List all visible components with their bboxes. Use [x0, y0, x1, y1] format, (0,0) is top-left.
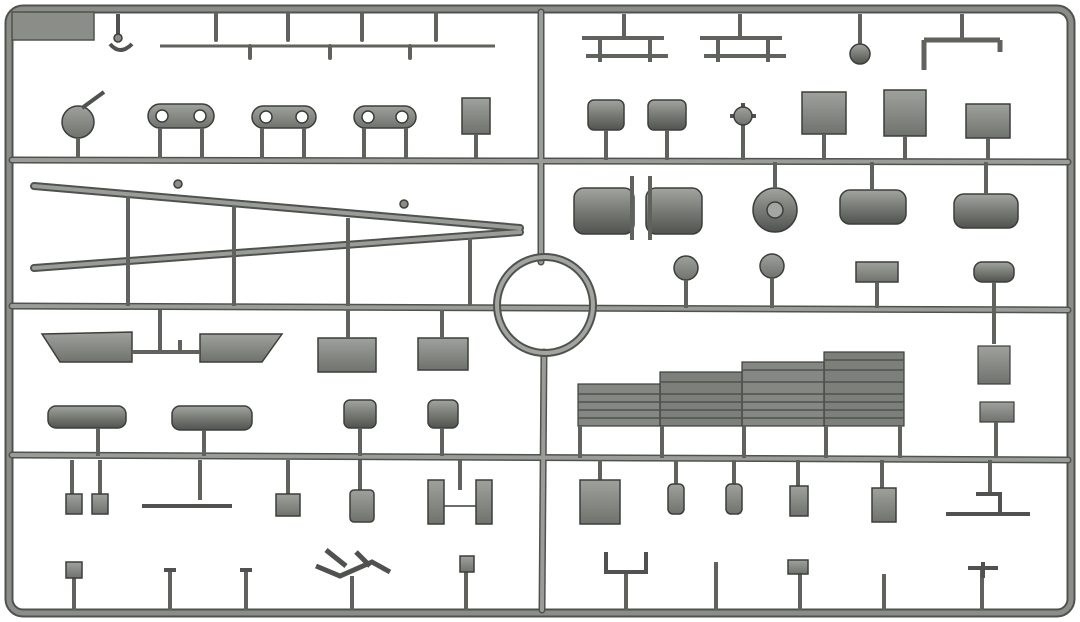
lower-middle-left-parts — [40, 310, 469, 456]
bottom-right-parts — [579, 460, 1030, 610]
lower-middle-right-parts — [577, 345, 1015, 458]
top-left-parts — [61, 12, 495, 158]
bottom-left-parts — [65, 460, 493, 610]
middle-left-parts — [30, 179, 524, 306]
sprue-tab — [11, 11, 95, 41]
runners — [8, 8, 1072, 614]
middle-right-parts — [573, 162, 1019, 344]
center-ring — [493, 253, 597, 357]
top-right-parts — [582, 14, 1011, 160]
